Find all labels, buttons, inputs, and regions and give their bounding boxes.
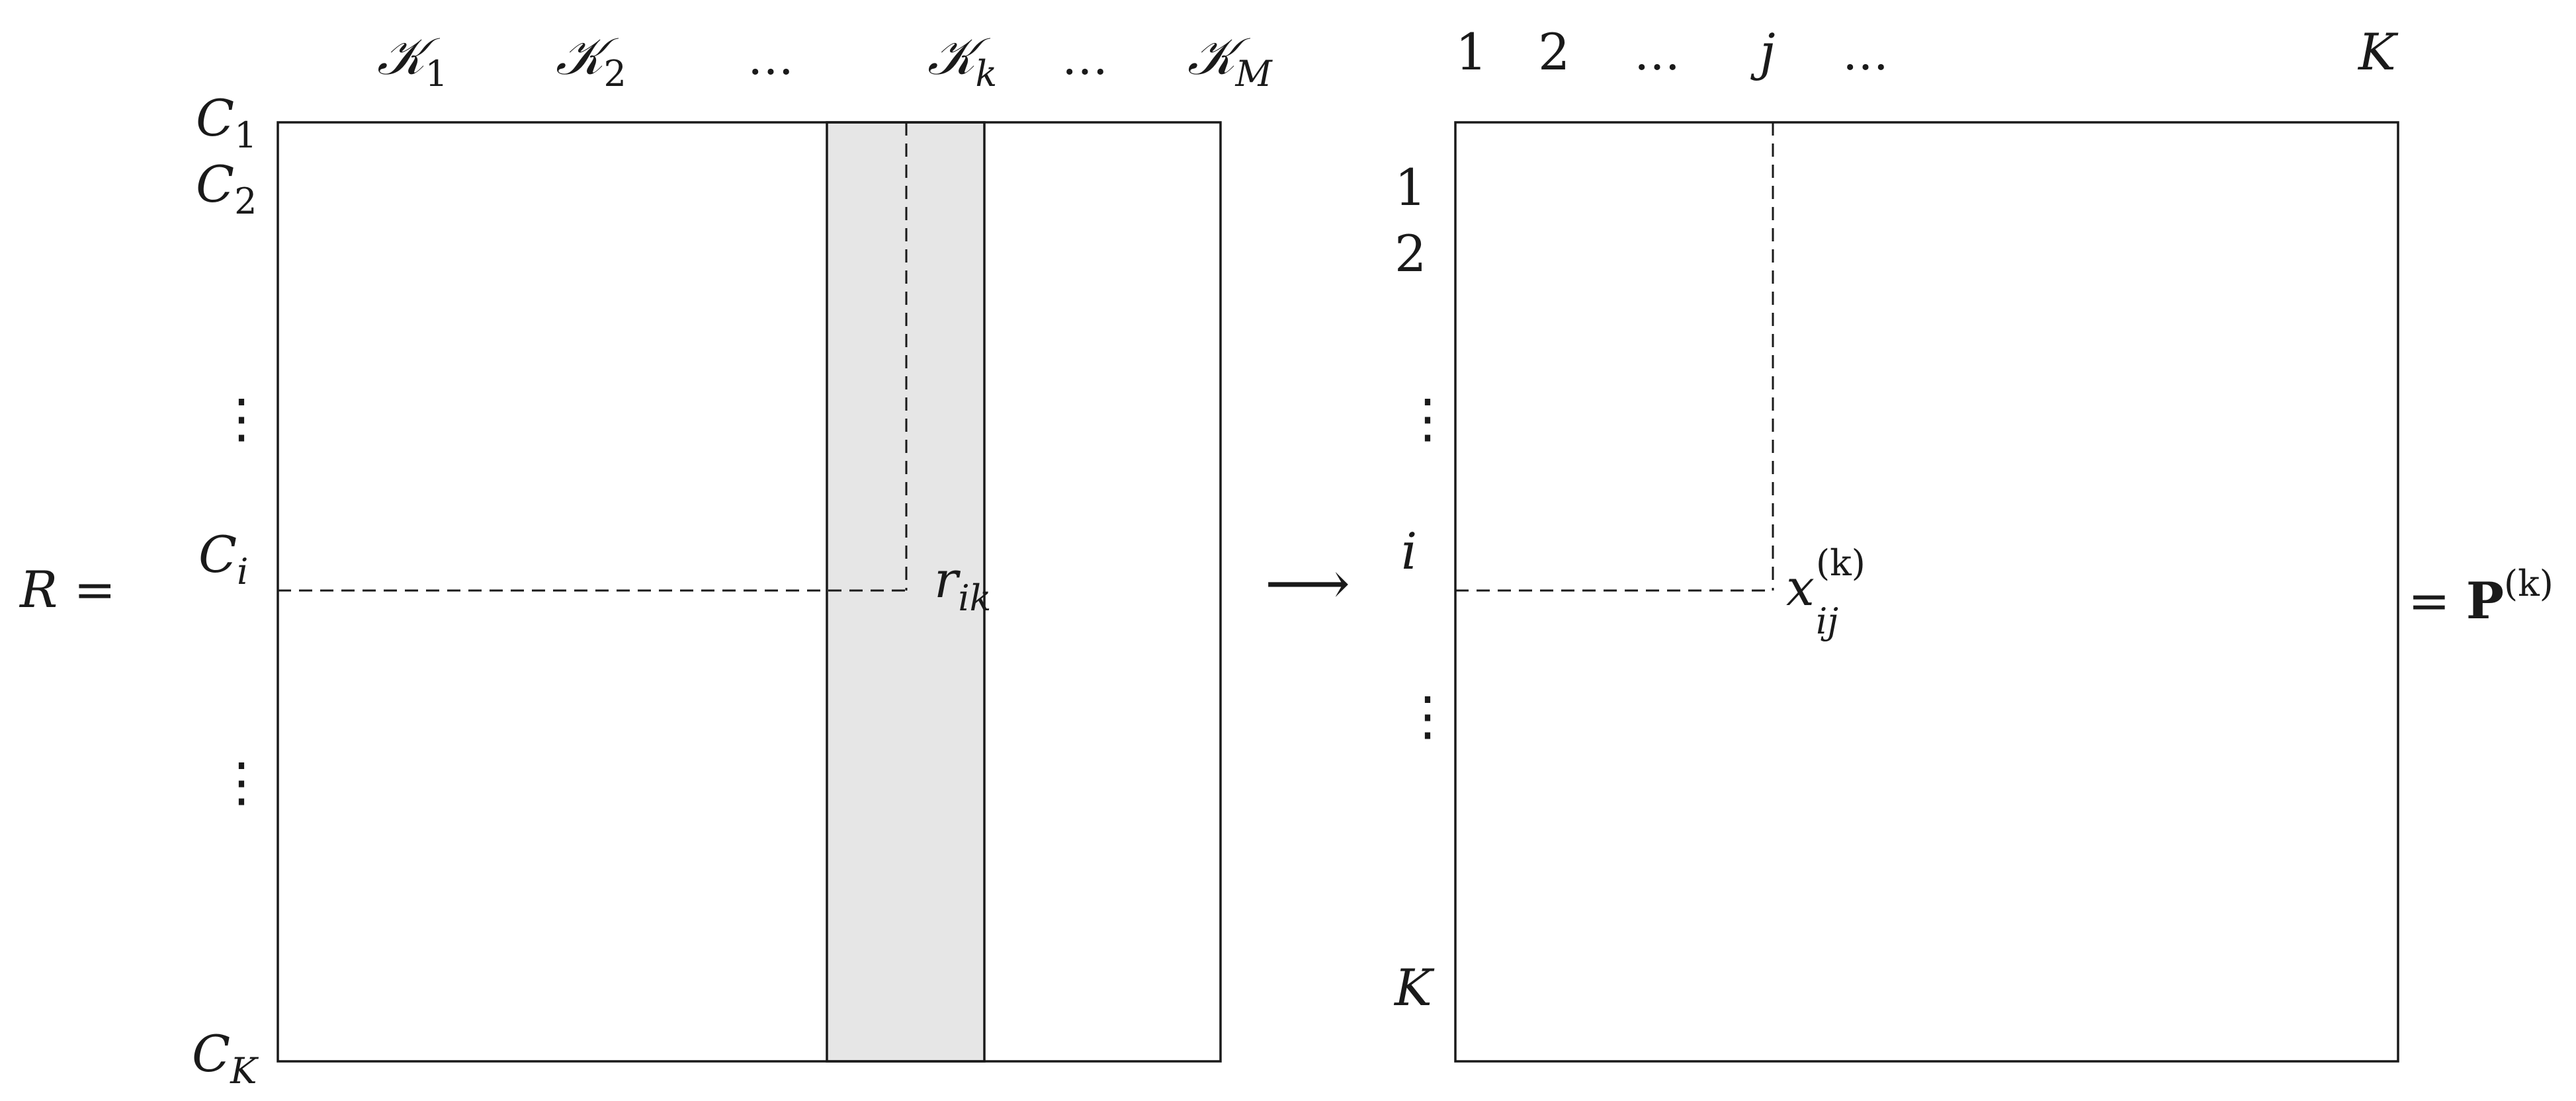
right-col-header-K: K [2357, 22, 2399, 81]
left-row-label-K: CK [192, 1024, 259, 1092]
right-column-headers: 1 2 … j … K [1455, 22, 2399, 81]
left-column-headers: 𝒦1 𝒦2 … 𝒦k … 𝒦M [377, 27, 1273, 95]
right-row-label-K: K [1393, 958, 1435, 1017]
mapping-arrow: ⟶ [1265, 549, 1350, 618]
left-row-label-vdots-1: ⋮ [215, 387, 268, 449]
right-col-header-1: 1 [1455, 22, 1487, 81]
left-col-header-1: 𝒦1 [377, 27, 448, 95]
arrow-glyph: ⟶ [1265, 549, 1350, 618]
left-matrix: R = 𝒦1 𝒦2 … 𝒦k … 𝒦M C1 C2 [19, 27, 1273, 1092]
right-row-label-2: 2 [1395, 224, 1426, 283]
right-col-header-2: 2 [1538, 22, 1570, 81]
left-col-header-2: 𝒦2 [556, 27, 626, 95]
left-row-label-i: Ci [198, 525, 248, 592]
entry-label-x-ij-k: xij(k) [1786, 542, 1866, 642]
left-row-label-2: C2 [196, 155, 257, 222]
left-col-header-M: 𝒦M [1187, 27, 1273, 95]
left-row-labels: C1 C2 ⋮ Ci ⋮ CK [192, 89, 268, 1092]
left-col-header-k: 𝒦k [927, 27, 997, 95]
right-row-label-1: 1 [1395, 158, 1426, 217]
left-col-header-ellipsis-2: … [1062, 31, 1108, 85]
right-row-label-vdots-2: ⋮ [1401, 685, 1454, 747]
right-matrix: 1 2 … j … K 1 2 ⋮ i ⋮ K xij(k) = P(k) [1393, 22, 2554, 1063]
entry-label-r-ik: rik [934, 550, 991, 619]
right-matrix-frame [1454, 121, 2399, 1063]
right-row-labels: 1 2 ⋮ i ⋮ K [1393, 158, 1454, 1017]
right-row-label-i: i [1401, 522, 1417, 581]
left-col-header-ellipsis-1: … [748, 31, 794, 85]
right-row-label-vdots-1: ⋮ [1401, 387, 1454, 449]
left-row-label-1: C1 [196, 89, 257, 156]
lhs-label: R = [19, 560, 116, 619]
rhs-label: = P(k) [2408, 563, 2554, 630]
left-matrix-frame [277, 121, 1222, 1063]
right-col-header-ellipsis-1: … [1634, 26, 1680, 81]
right-col-header-ellipsis-2: … [1842, 26, 1889, 81]
right-col-header-j: j [1750, 22, 1776, 81]
left-row-label-vdots-2: ⋮ [215, 751, 268, 813]
